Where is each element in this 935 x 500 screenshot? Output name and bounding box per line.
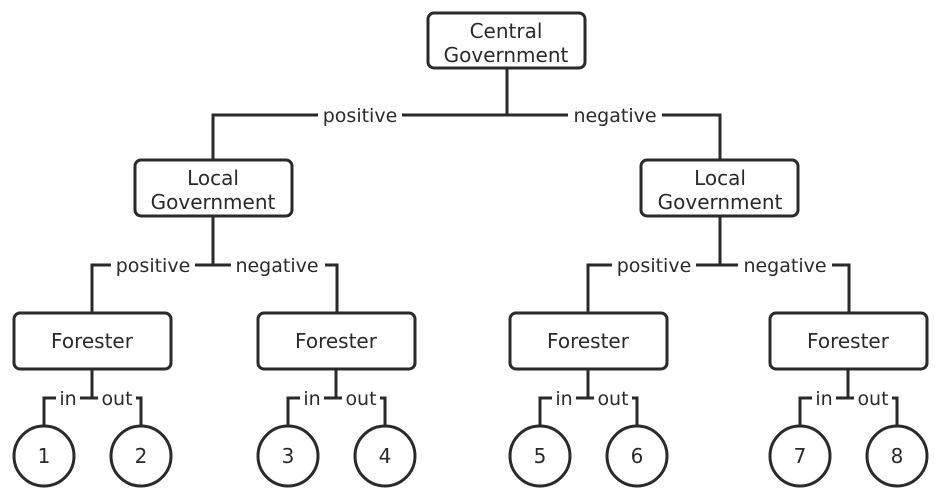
leaf-label: 3	[282, 444, 295, 468]
leaf-label: 5	[534, 444, 547, 468]
forester-4-connector	[798, 369, 899, 426]
forester-label: Forester	[51, 329, 134, 353]
leaf-node-1: 1	[12, 424, 76, 488]
edge-label-negative: negative	[573, 105, 656, 127]
node-label-line2: Government	[444, 43, 569, 67]
forester-label: Forester	[547, 329, 630, 353]
forester-node-2: Forester	[256, 311, 417, 371]
forester-label: Forester	[295, 329, 378, 353]
edge-label-in: in	[303, 388, 320, 410]
leaf-node-6: 6	[605, 424, 669, 488]
edge-label-positive: positive	[323, 105, 398, 127]
node-label-line2: Government	[658, 190, 783, 214]
connector-lines	[42, 68, 899, 426]
forester-node-3: Forester	[508, 311, 669, 371]
leaf-node-3: 3	[256, 424, 320, 488]
leaf-node-4: 4	[353, 424, 417, 488]
leaf-nodes: 1 2 3 4 5 6 7 8	[12, 424, 929, 488]
local-left-connector	[90, 216, 339, 313]
root-connector	[211, 68, 722, 160]
forester-label: Forester	[807, 329, 890, 353]
edge-label-in: in	[555, 388, 572, 410]
leaf-node-7: 7	[768, 424, 832, 488]
edge-labels: positive negative positive negative posi…	[56, 102, 892, 410]
edge-label-positive: positive	[617, 255, 692, 277]
node-label-line1: Central	[470, 19, 543, 43]
edge-label-negative: negative	[743, 255, 826, 277]
forester-1-connector	[42, 369, 143, 426]
edge-label-in: in	[59, 388, 76, 410]
leaf-node-2: 2	[109, 424, 173, 488]
node-label-line2: Government	[151, 190, 276, 214]
leaf-node-5: 5	[508, 424, 572, 488]
leaf-label: 1	[38, 444, 51, 468]
local-government-node-left: Local Government	[133, 158, 294, 218]
node-label-line1: Local	[187, 166, 239, 190]
edge-label-positive: positive	[116, 255, 191, 277]
leaf-label: 7	[794, 444, 807, 468]
forester-2-connector	[286, 369, 387, 426]
edge-label-out: out	[597, 388, 628, 410]
node-label-line1: Local	[694, 166, 746, 190]
leaf-label: 8	[891, 444, 904, 468]
forester-node-1: Forester	[12, 311, 173, 371]
edge-label-in: in	[815, 388, 832, 410]
leaf-label: 6	[631, 444, 644, 468]
leaf-label: 2	[135, 444, 148, 468]
forester-3-connector	[538, 369, 639, 426]
forester-node-4: Forester	[768, 311, 929, 371]
leaf-label: 4	[379, 444, 392, 468]
edge-label-out: out	[857, 388, 888, 410]
local-right-connector	[586, 216, 851, 313]
edge-label-negative: negative	[235, 255, 318, 277]
central-government-node: Central Government	[426, 11, 587, 70]
edge-label-out: out	[101, 388, 132, 410]
leaf-node-8: 8	[865, 424, 929, 488]
edge-label-out: out	[345, 388, 376, 410]
local-government-node-right: Local Government	[639, 158, 800, 218]
